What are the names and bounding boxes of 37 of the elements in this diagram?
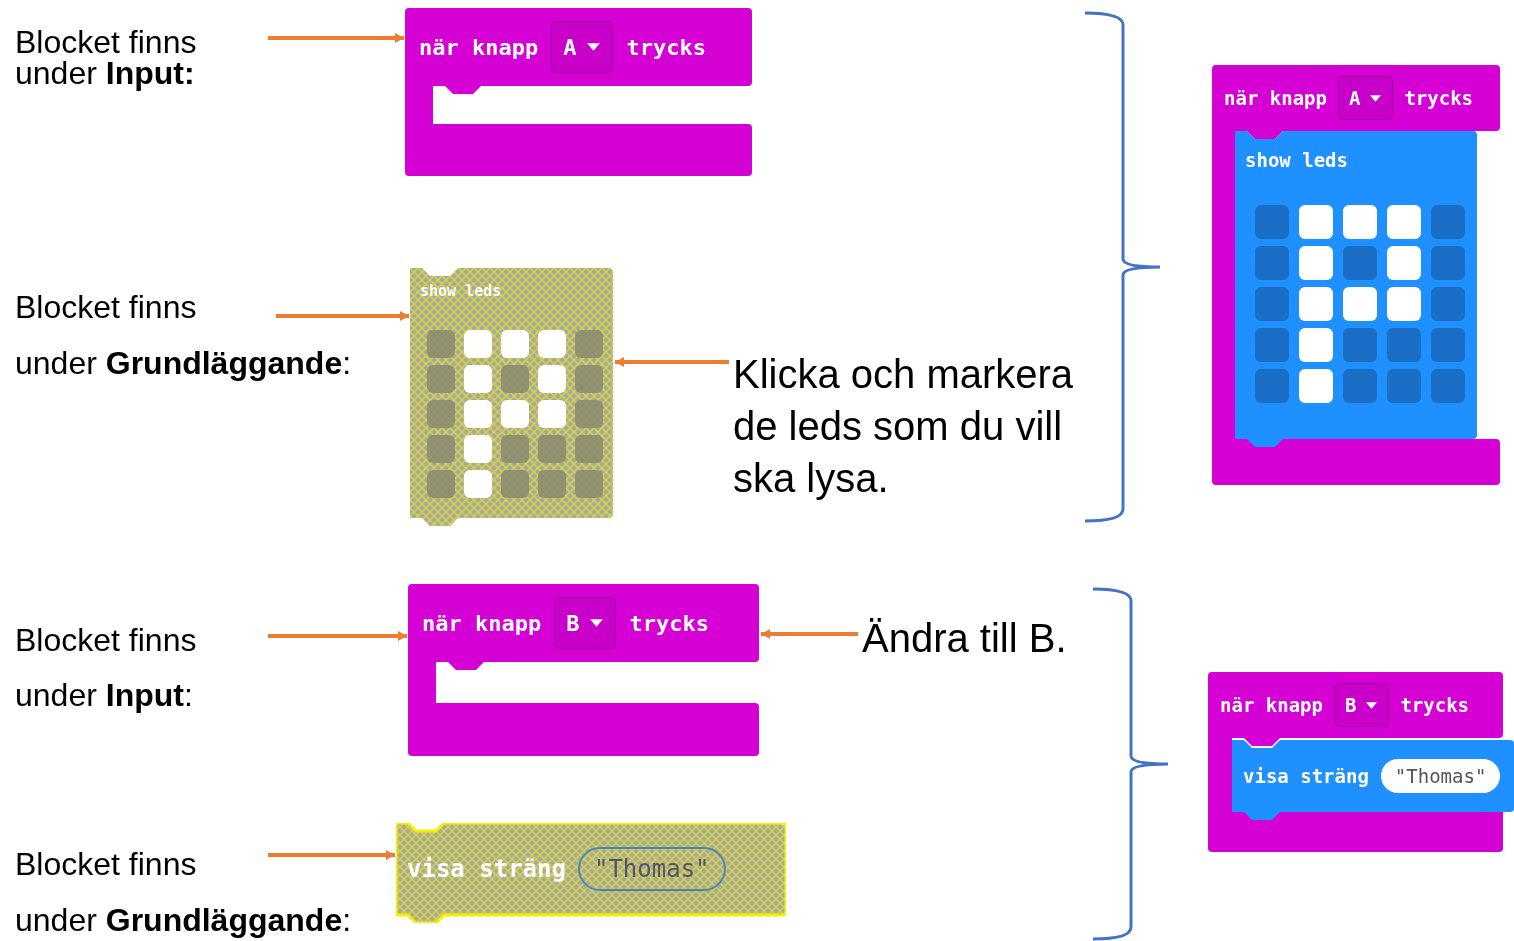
dropdown: B [1333,683,1390,727]
block-label: när knapp [1220,694,1323,716]
event-block [405,8,752,176]
string-field: "Thomas" [1380,759,1501,793]
block-label: när knapp [1224,87,1327,109]
statement-block [410,268,613,526]
arrow [615,357,729,367]
block-label: show leds [1245,149,1348,171]
block-label: visa sträng [1243,765,1369,787]
instruction-text: Blocket finns under Grundläggande: [15,836,385,941]
arrow [268,631,407,641]
block-label: när knapp [422,610,542,636]
block-label: trycks [1404,87,1474,109]
event-block [408,584,759,756]
block-label: visa sträng [407,855,566,883]
instruction-text: Blocket finns under Input: [15,27,268,89]
arrow [276,311,409,321]
event-block [1212,65,1500,485]
block-label: trycks [626,34,706,60]
string-field: "Thomas" [577,847,726,891]
dropdown: A [551,21,614,73]
instruction-text: Blocket finns under Grundläggande: [15,279,385,391]
statement-block [1232,740,1514,820]
arrow [268,33,404,43]
arrow [761,629,858,639]
arrow [268,850,395,860]
dropdown: B [554,597,617,649]
block-label: när knapp [419,34,539,60]
instruction-text: Blocket finns under Input: [15,613,268,723]
instruction-text: Ändra till B. [862,612,1102,664]
dropdown: A [1337,76,1394,120]
block-label: show leds [420,282,502,300]
block-label: trycks [1400,694,1470,716]
block-label: trycks [629,610,709,636]
statement-block [1235,131,1477,447]
statement-block [396,823,786,923]
instruction-text: Klicka och markera de leds som du vill ska lysa. [733,348,1113,504]
